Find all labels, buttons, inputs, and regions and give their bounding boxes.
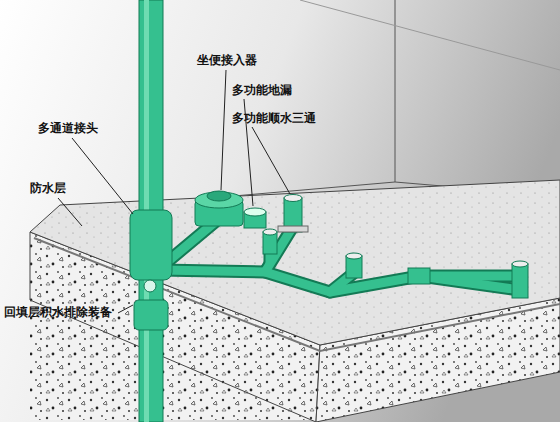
room-corner [130, 0, 560, 205]
part-label: 多功能顺水三通 [232, 110, 316, 126]
floor-slab [30, 180, 560, 422]
risers [263, 195, 528, 299]
waterproof-layer [34, 238, 560, 351]
part-label: 多通道接头 [38, 120, 98, 136]
part-label: 多功能地漏 [232, 82, 292, 98]
multi-channel-joint [130, 210, 172, 280]
floor-drain [244, 208, 266, 228]
part-label: 坐便接入器 [197, 52, 257, 68]
drain-device [134, 300, 168, 330]
pipe-network [160, 222, 520, 292]
part-label: 回填层积水排除装备 [4, 304, 112, 320]
main-stack [130, 0, 172, 422]
toilet-connector [195, 191, 243, 226]
leader-lines [58, 70, 290, 313]
part-label: 防水层 [30, 180, 66, 196]
